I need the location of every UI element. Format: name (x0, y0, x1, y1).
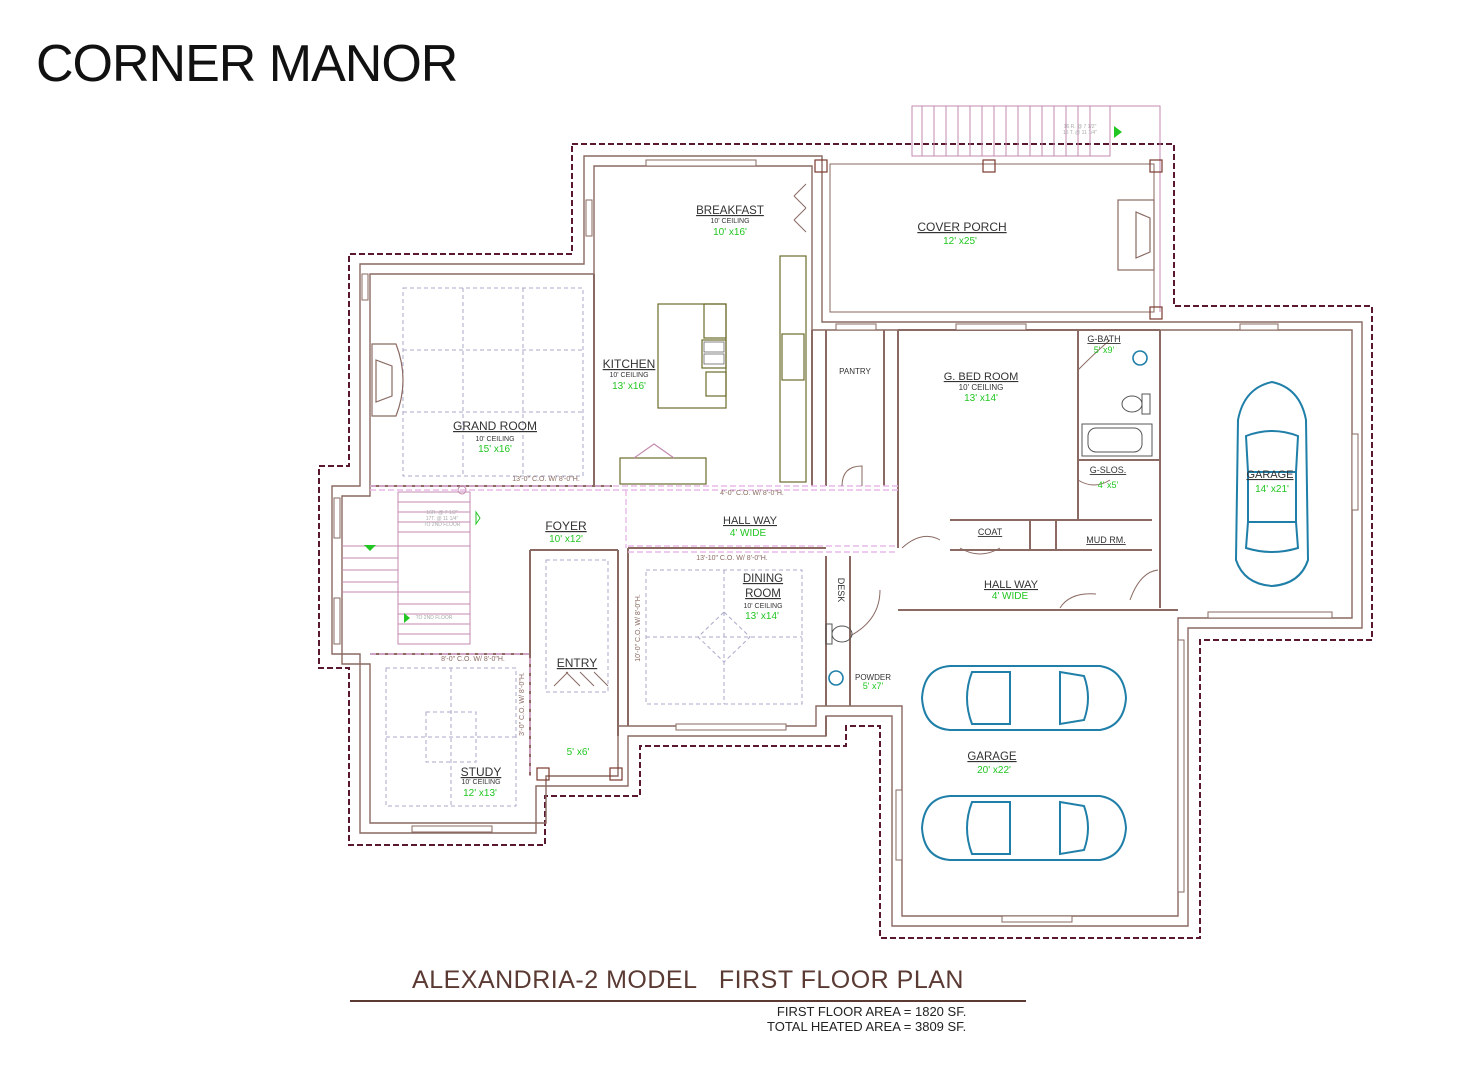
co-note-dining-top: 13'-10" C.O. W/ 8'-0"H. (696, 555, 767, 562)
coat-label: COAT (978, 527, 1003, 537)
dining-room-size: 13' x14' (745, 611, 779, 622)
cover-porch-label: COVER PORCH (917, 220, 1006, 234)
co-note-study: 8'-0" C.O. W/ 8'-0"H. (441, 656, 505, 663)
g-bed-room-ceiling: 10' CEILING (959, 383, 1004, 392)
main-stairs (342, 485, 471, 645)
g-bath-size: 5' x9' (1094, 345, 1115, 355)
car-garage-upper-icon (920, 665, 1128, 731)
roof-outline (318, 143, 1373, 939)
garage-main-label: GARAGE (967, 751, 1017, 763)
powder-label: POWDER (855, 673, 891, 682)
plan-title: ALEXANDRIA-2 MODEL FIRST FLOOR PLAN (412, 966, 964, 994)
cased-openings (370, 485, 898, 776)
entry-label: ENTRY (557, 656, 597, 670)
garage-side-label: GARAGE (1246, 469, 1293, 481)
fireplace-porch (1117, 199, 1155, 271)
first-floor-area: FIRST FLOOR AREA = 1820 SF. (776, 1004, 967, 1019)
brand-title: CORNER MANOR (36, 35, 458, 93)
kitchen-size: 13' x16' (612, 381, 646, 392)
dining-room-ceiling: 10' CEILING (743, 603, 782, 610)
stair-side-arrow-icon (475, 510, 481, 526)
breakfast-size: 10' x16' (713, 227, 747, 238)
porch-stair-note-2: 15 T. @ 11 1/4" (1063, 130, 1097, 136)
g-slos-label: G-SLOS. (1090, 465, 1127, 475)
title-underline (350, 1000, 1026, 1002)
mud-rm-label: MUD RM. (1086, 535, 1126, 545)
powder-size: 5' x7' (863, 681, 884, 691)
kitchen-cabinets (619, 255, 807, 485)
g-bath-label: G-BATH (1087, 334, 1120, 344)
porch-stair-note-1: 16 R. @ 7 1/2" (1064, 124, 1097, 130)
co-note-entry: 3'-0" C.O. W/ 8'-0"H. (519, 672, 526, 736)
stair-note-1: 16R. @ 7 1/2" (426, 510, 458, 516)
entry-porch-size: 5' x6' (567, 747, 590, 758)
stair-note-3: TO 2ND FLOOR (424, 522, 461, 528)
stair-lower-note: TO 2ND FLOOR (416, 615, 453, 621)
grand-room-label: GRAND ROOM (453, 419, 537, 433)
bath-fixtures (825, 393, 1153, 645)
pantry-label: PANTRY (839, 367, 871, 376)
windows (333, 159, 1359, 923)
sink-icons (828, 350, 1148, 686)
interior-walls (370, 274, 1178, 776)
study-size: 12' x13' (463, 788, 497, 799)
hall-way-lower-size: 4' WIDE (992, 591, 1029, 602)
study-label: STUDY (461, 765, 502, 779)
exterior-walls (331, 155, 1363, 927)
foyer-label: FOYER (545, 519, 587, 533)
g-slos-size: 4' x5' (1098, 480, 1119, 490)
title-block: ALEXANDRIA-2 MODEL FIRST FLOOR PLAN FIRS… (350, 966, 1026, 1034)
ceiling-grids (385, 287, 803, 807)
area-summary: FIRST FLOOR AREA = 1820 SF. TOTAL HEATED… (767, 1004, 966, 1034)
grand-room-size: 15' x16' (478, 444, 512, 455)
co-note-hall: 4'-0" C.O. W/ 8'-0"H. (720, 490, 784, 497)
car-side-garage-icon (1234, 380, 1310, 588)
fireplace-grand-room (371, 343, 404, 417)
porch-stair-arrow-icon (1114, 126, 1122, 138)
kitchen-ceiling: 10' CEILING (609, 372, 648, 379)
porch-stairs (829, 105, 1161, 313)
car-garage-lower-icon (920, 795, 1128, 861)
doors (553, 183, 1159, 687)
garage-main-size: 20' x22' (977, 765, 1011, 776)
hall-way-lower-label: HALL WAY (984, 579, 1039, 591)
desk-label: DESK (836, 578, 846, 603)
hall-way-upper-size: 4' WIDE (730, 528, 767, 539)
kitchen-sink-icon (703, 341, 725, 365)
foyer-size: 10' x12' (549, 534, 583, 545)
g-bed-room-size: 13' x14' (964, 393, 998, 404)
study-ceiling: 10' CEILING (461, 779, 500, 786)
stair-down-arrow-icon (364, 545, 376, 551)
stair-note-2: 17T. @ 11 1/4" (426, 516, 459, 522)
dining-room-label-line2: ROOM (745, 588, 781, 600)
porch-columns (536, 159, 1163, 781)
hall-way-upper-label: HALL WAY (723, 515, 778, 527)
co-note-grand: 13'-0" C.O. W/ 8'-0"H. (512, 476, 580, 483)
co-note-dining-side: 10'-0" C.O. W/ 8'-0"H. (635, 594, 642, 662)
g-bed-room-label: G. BED ROOM (944, 371, 1019, 383)
grand-room-ceiling: 10' CEILING (475, 436, 514, 443)
dining-room-label-line1: DINING (743, 573, 783, 585)
stair-up-arrow-icon (404, 613, 410, 623)
breakfast-label: BREAKFAST (696, 205, 764, 217)
total-heated-area: TOTAL HEATED AREA = 3809 SF. (767, 1019, 967, 1034)
breakfast-ceiling: 10' CEILING (710, 218, 749, 225)
kitchen-label: KITCHEN (603, 357, 656, 371)
cover-porch-size: 12' x25' (943, 236, 977, 247)
garage-side-size: 14' x21' (1255, 484, 1289, 495)
